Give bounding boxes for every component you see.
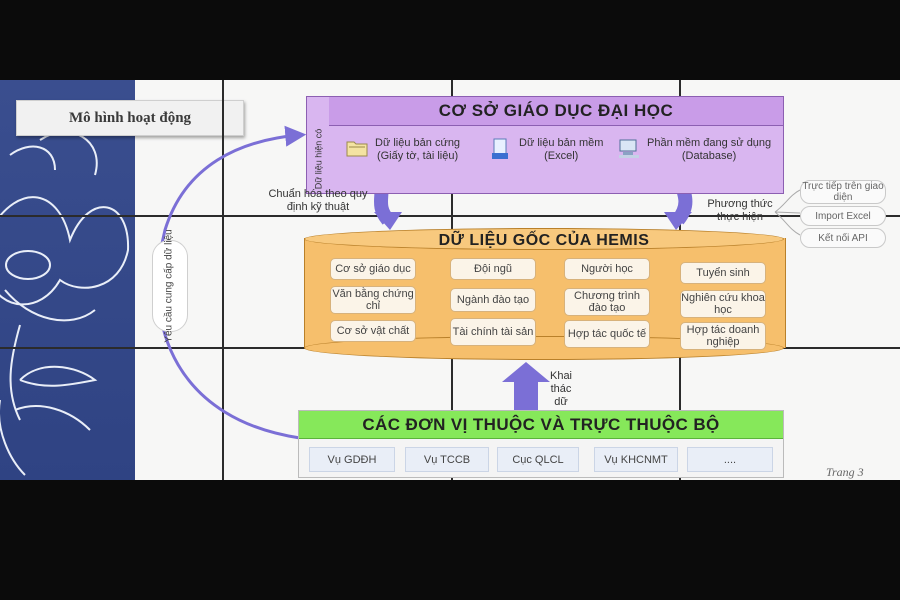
method-label: Phương thức thực hiện	[707, 198, 773, 223]
source-soft-copy: Dữ liệu bản mềm(Excel)	[489, 137, 603, 163]
exploit-arrowhead	[502, 362, 550, 382]
standardize-label: Chuẩn hóa theo quy định kỹ thuật	[268, 188, 368, 213]
existing-data-label: Dữ liệu hiện có	[313, 128, 323, 190]
db-item: Cơ sở vật chất	[330, 320, 416, 342]
screen-seam	[0, 215, 900, 217]
db-item: Tuyển sinh	[680, 262, 766, 284]
method-arrowhead	[664, 212, 692, 230]
flower-illustration	[0, 131, 130, 476]
unit-item: ....	[687, 447, 773, 472]
method-api: Kết nối API	[800, 228, 886, 248]
standardize-arrowhead	[374, 212, 402, 230]
db-item: Chương trình đào tạo	[564, 288, 650, 316]
file-excel-icon	[492, 138, 508, 159]
db-item: Hợp tác doanh nghiệp	[680, 322, 766, 350]
page-number: Trang 3	[826, 465, 864, 479]
ministry-units-box: CÁC ĐƠN VỊ THUỘC VÀ TRỰC THUỘC BỘ Vụ GDĐ…	[298, 410, 784, 478]
unit-item: Vụ KHCNMT	[594, 447, 678, 472]
request-label: Yêu cầu cung cấp dữ liệu	[152, 229, 188, 343]
method-direct: Trực tiếp trên giao diện	[800, 180, 886, 204]
method-import-excel: Import Excel	[800, 206, 886, 226]
computer-icon	[619, 139, 639, 158]
db-item: Nghiên cứu khoa học	[680, 290, 766, 318]
unit-item: Vụ GDĐH	[309, 447, 395, 472]
database-title: DỮ LIỆU GỐC CỦA HEMIS	[438, 232, 650, 249]
ministry-units-title: CÁC ĐƠN VỊ THUỘC VÀ TRỰC THUỘC BỘ	[299, 411, 783, 439]
higher-education-box: CƠ SỞ GIÁO DỤC ĐẠI HỌC Dữ liệu hiện có D…	[306, 96, 784, 194]
db-item: Cơ sở giáo dục	[330, 258, 416, 280]
presentation-slide: Mô hình hoạt động CƠ SỞ GIÁO DỤC ĐẠI HỌC…	[0, 80, 900, 480]
decorative-panel	[0, 80, 135, 480]
db-item: Đội ngũ	[450, 258, 536, 280]
source-software: Phần mềm đang sử dụng(Database)	[617, 137, 771, 163]
slide-heading: Mô hình hoạt động	[16, 100, 244, 136]
source-hard-copy: Dữ liệu bản cứng(Giấy tờ, tài liệu)	[345, 137, 460, 163]
hemis-database: DỮ LIỆU GỐC CỦA HEMIS Cơ sở giáo dục Đội…	[304, 228, 786, 363]
screen-seam	[222, 80, 224, 480]
database-top	[304, 228, 784, 250]
db-item: Tài chính tài sản	[450, 318, 536, 346]
method-connector	[774, 189, 801, 236]
db-item: Hợp tác quốc tế	[564, 320, 650, 348]
db-item: Văn bằng chứng chỉ	[330, 286, 416, 314]
exploit-arrow	[514, 380, 538, 410]
unit-item: Cục QLCL	[497, 447, 579, 472]
db-item: Ngành đào tạo	[450, 288, 536, 312]
folder-icon	[346, 141, 368, 157]
unit-item: Vụ TCCB	[405, 447, 489, 472]
db-item: Người học	[564, 258, 650, 280]
higher-education-title: CƠ SỞ GIÁO DỤC ĐẠI HỌC	[329, 97, 783, 126]
